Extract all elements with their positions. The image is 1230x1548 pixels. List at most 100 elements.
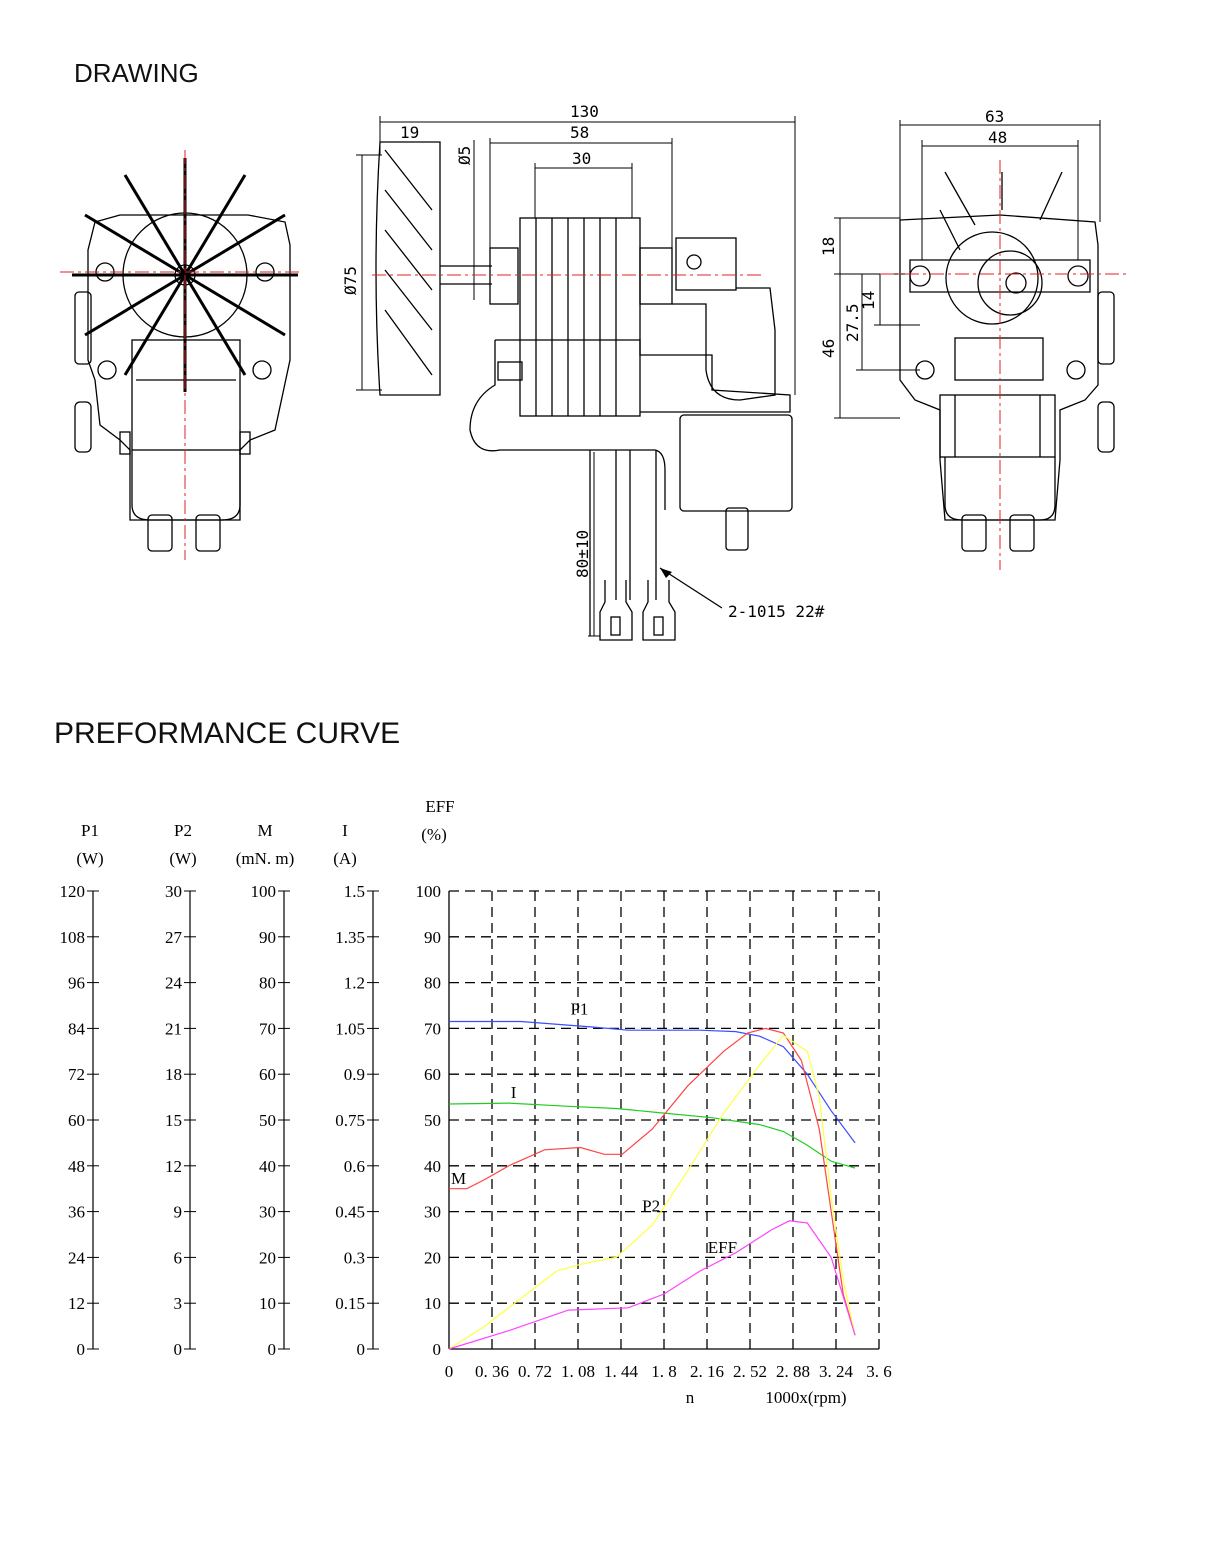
- series-label-eff: EFF: [708, 1238, 737, 1257]
- dim-46: 46: [819, 339, 838, 358]
- tick-label-i: 1.05: [335, 1019, 365, 1038]
- axis-title-m: M: [257, 821, 272, 840]
- tick-label-eff: 50: [424, 1111, 441, 1130]
- tick-label-m: 80: [259, 974, 276, 993]
- x-axis-label: n: [686, 1388, 695, 1407]
- tick-label-p1: 120: [60, 882, 86, 901]
- dim-130: 130: [570, 102, 599, 121]
- tick-label-eff: 10: [424, 1294, 441, 1313]
- x-tick-label: 3. 6: [866, 1362, 892, 1381]
- tick-label-eff: 100: [416, 882, 442, 901]
- tick-label-p2: 21: [165, 1019, 182, 1038]
- x-tick-label: 2. 16: [690, 1362, 724, 1381]
- tick-label-m: 20: [259, 1248, 276, 1267]
- axis-unit-eff: (%): [421, 825, 446, 844]
- tick-label-m: 30: [259, 1203, 276, 1222]
- dim-30: 30: [572, 149, 591, 168]
- tick-label-i: 0.75: [335, 1111, 365, 1130]
- tick-label-p2: 27: [165, 928, 183, 947]
- center-lines: [60, 150, 1128, 570]
- series-line-p1: [449, 1020, 856, 1144]
- dim-18: 18: [819, 237, 838, 256]
- tick-label-m: 90: [259, 928, 276, 947]
- tick-label-p1: 0: [77, 1340, 86, 1359]
- tick-label-m: 0: [268, 1340, 277, 1359]
- tick-label-eff: 20: [424, 1248, 441, 1267]
- dim-19: 19: [400, 123, 419, 142]
- tick-label-i: 0.6: [344, 1157, 365, 1176]
- x-tick-label: 2. 88: [776, 1362, 810, 1381]
- tick-label-i: 0.15: [335, 1294, 365, 1313]
- tick-label-m: 60: [259, 1065, 276, 1084]
- tick-label-p1: 60: [68, 1111, 85, 1130]
- x-tick-label: 1. 8: [651, 1362, 677, 1381]
- tick-label-m: 40: [259, 1157, 276, 1176]
- tick-label-p2: 6: [174, 1248, 183, 1267]
- axis-title-p2: P2: [174, 821, 192, 840]
- tick-label-m: 10: [259, 1294, 276, 1313]
- dim-80: 80±10: [573, 530, 592, 578]
- series-line-i: [448, 1102, 856, 1169]
- tick-label-eff: 60: [424, 1065, 441, 1084]
- tick-label-i: 0.45: [335, 1203, 365, 1222]
- tick-label-i: 1.2: [344, 974, 365, 993]
- x-tick-label: 0: [445, 1362, 454, 1381]
- axis-unit-p1: (W): [76, 849, 103, 868]
- tick-label-p1: 108: [60, 928, 86, 947]
- tick-label-i: 1.35: [335, 928, 365, 947]
- tick-label-p2: 3: [174, 1294, 183, 1313]
- tick-label-p2: 0: [174, 1340, 183, 1359]
- tick-label-p2: 12: [165, 1157, 182, 1176]
- x-axis-unit: 1000x(rpm): [765, 1388, 846, 1407]
- x-tick-label: 2. 52: [733, 1362, 767, 1381]
- tick-label-p1: 48: [68, 1157, 85, 1176]
- tick-label-p1: 24: [68, 1248, 86, 1267]
- drawing-heading: DRAWING: [74, 58, 199, 88]
- series-label-p2: P2: [642, 1197, 660, 1216]
- side-view: [375, 141, 793, 641]
- tick-label-i: 0.3: [344, 1248, 365, 1267]
- tick-label-eff: 40: [424, 1157, 441, 1176]
- axis-unit-m: (mN. m): [236, 849, 295, 868]
- tick-label-eff: 30: [424, 1203, 441, 1222]
- dimension-lines: [356, 116, 1101, 637]
- tick-label-p1: 12: [68, 1294, 85, 1313]
- wire-spec: 2-1015 22#: [728, 602, 825, 621]
- x-tick-label: 1. 08: [561, 1362, 595, 1381]
- x-tick-label: 0. 72: [518, 1362, 552, 1381]
- dim-58: 58: [570, 123, 589, 142]
- tick-label-p2: 24: [165, 974, 183, 993]
- curve-heading: PREFORMANCE CURVE: [54, 717, 401, 750]
- tick-label-eff: 80: [424, 974, 441, 993]
- tick-label-eff: 90: [424, 928, 441, 947]
- dim-phi5: Ø5: [455, 146, 474, 165]
- series-line-p2: [448, 1034, 856, 1350]
- tick-label-p1: 84: [68, 1019, 86, 1038]
- tick-label-p2: 9: [174, 1203, 183, 1222]
- tick-label-p1: 72: [68, 1065, 85, 1084]
- tick-label-m: 70: [259, 1019, 276, 1038]
- tick-label-eff: 70: [424, 1019, 441, 1038]
- tick-label-p2: 30: [165, 882, 182, 901]
- series-label-p1: P1: [570, 1000, 588, 1019]
- dim-14: 14: [859, 291, 878, 310]
- tick-label-m: 100: [251, 882, 277, 901]
- axis-title-eff: EFF: [425, 797, 454, 816]
- axis-unit-i: (A): [333, 849, 357, 868]
- tick-label-i: 0.9: [344, 1065, 365, 1084]
- series-line-eff: [448, 1220, 856, 1350]
- axis-title-i: I: [342, 821, 348, 840]
- dim-phi75: Ø75: [341, 266, 360, 295]
- tick-label-eff: 0: [433, 1340, 442, 1359]
- series-line-m: [449, 1027, 856, 1336]
- axis-unit-p2: (W): [169, 849, 196, 868]
- dim-27-5: 27.5: [843, 303, 862, 342]
- tick-label-p1: 96: [68, 974, 85, 993]
- tick-label-i: 0: [357, 1340, 366, 1359]
- x-tick-label: 1. 44: [604, 1362, 639, 1381]
- tick-label-i: 1.5: [344, 882, 365, 901]
- x-tick-label: 3. 24: [819, 1362, 854, 1381]
- tick-label-m: 50: [259, 1111, 276, 1130]
